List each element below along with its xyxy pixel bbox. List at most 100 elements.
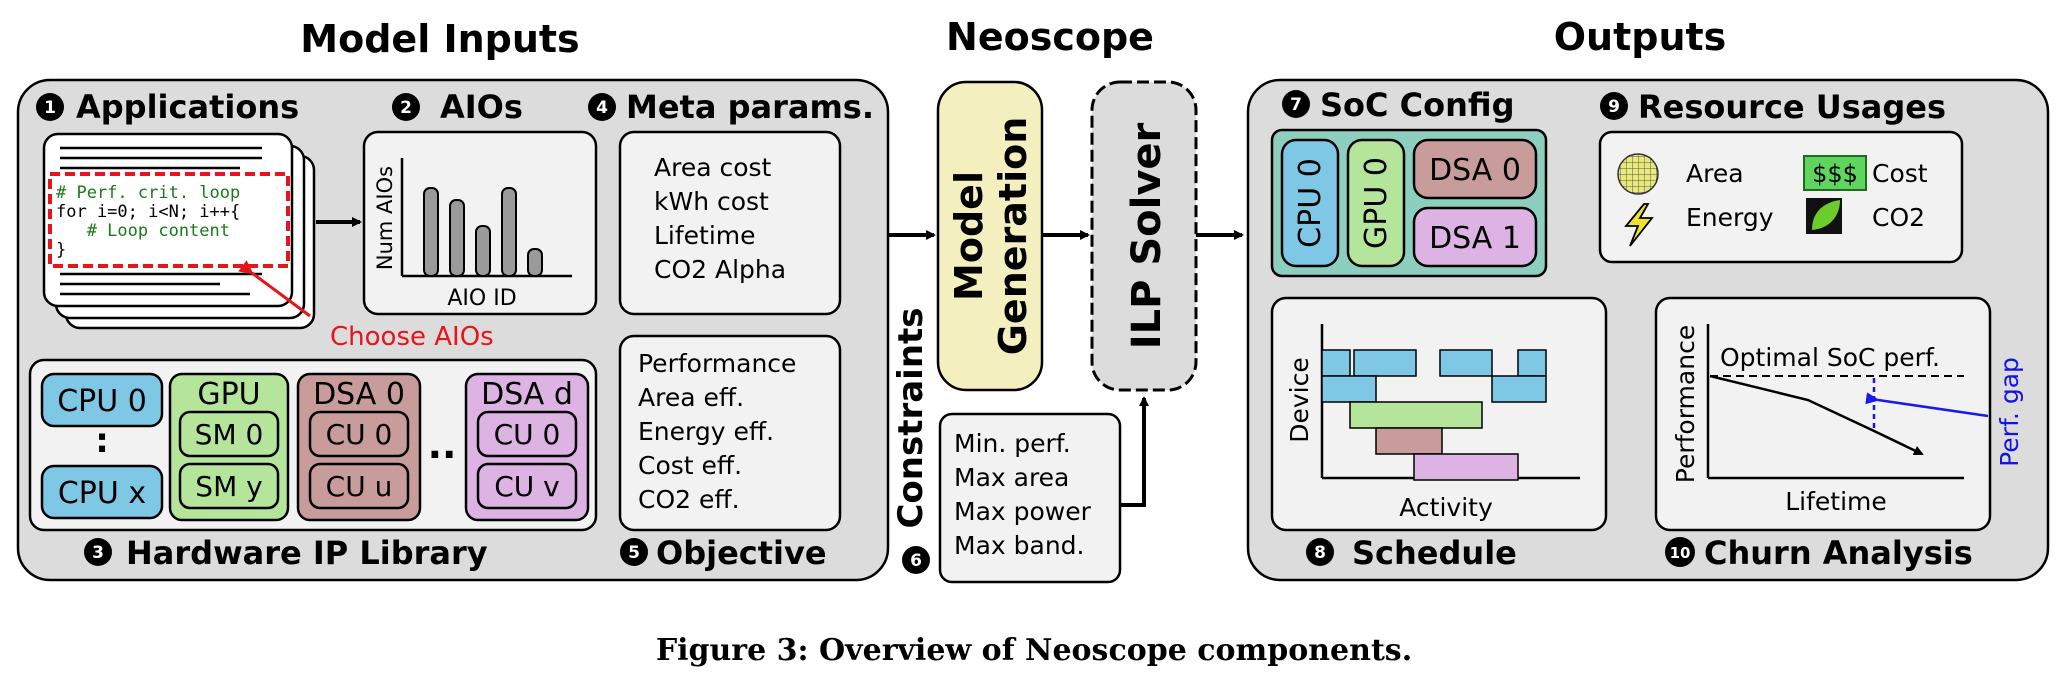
meta-params-label: Meta params. bbox=[626, 88, 874, 126]
aios-x-label: AIO ID bbox=[447, 286, 516, 311]
badge-4-label: 4 bbox=[596, 98, 608, 118]
objective-item-0: Performance bbox=[638, 349, 796, 378]
model-generation-line-1: Model bbox=[947, 171, 991, 301]
badge-5-label: 5 bbox=[628, 543, 640, 563]
hw-cpu-dots: : bbox=[95, 421, 109, 461]
objective-item-1: Area eff. bbox=[638, 383, 744, 412]
hw-cpu-x bbox=[40, 464, 164, 520]
badge-6 bbox=[902, 546, 930, 574]
hw-dsa-0-cu-0 bbox=[308, 410, 410, 458]
constraints-box bbox=[938, 412, 1122, 584]
soc-cpu-0-label: CPU 0 bbox=[1293, 158, 1328, 248]
objective-item-3: Cost eff. bbox=[638, 451, 742, 480]
hw-ellipsis: .. bbox=[428, 423, 457, 467]
cost-icon bbox=[1803, 155, 1867, 191]
schedule-x-label: Activity bbox=[1399, 493, 1493, 522]
applications-label: Applications bbox=[76, 88, 299, 126]
churn-analysis-label: Churn Analysis bbox=[1704, 534, 1973, 572]
meta-item-3: CO2 Alpha bbox=[654, 255, 786, 284]
aios-bars bbox=[423, 187, 543, 277]
aios-label: AIOs bbox=[440, 88, 523, 126]
co2-leaf-icon bbox=[1812, 200, 1840, 230]
resource-area: Area bbox=[1686, 159, 1744, 188]
hw-dsa-0-cu-0-label: CU 0 bbox=[326, 418, 393, 451]
aio-bar bbox=[501, 187, 517, 277]
schedule-gantt bbox=[1321, 349, 1547, 481]
hw-dsa-0-title: DSA 0 bbox=[313, 377, 405, 412]
constraints-to-ilp-arrow bbox=[1120, 396, 1149, 507]
ilp-solver-box bbox=[1090, 80, 1198, 392]
area-icon bbox=[1617, 153, 1659, 195]
hw-gpu-title: GPU bbox=[197, 377, 260, 412]
badge-8-label: 8 bbox=[1314, 543, 1326, 563]
perf-gap-arrow bbox=[1865, 392, 1989, 418]
performance-curve bbox=[1709, 374, 1924, 456]
badge-3 bbox=[84, 538, 112, 566]
ilp-solver-label: ILP Solver bbox=[1124, 122, 1170, 349]
badge-2-label: 2 bbox=[400, 98, 412, 118]
code-line-2: for i=0; i<N; i++{ bbox=[56, 202, 240, 222]
cost-icon-text: $$$ bbox=[1812, 160, 1858, 188]
hw-gpu-sm-0-label: SM 0 bbox=[195, 418, 264, 451]
churn-analysis-box bbox=[1654, 296, 1992, 532]
soc-gpu-0-label: GPU 0 bbox=[1359, 157, 1394, 249]
objective-item-2: Energy eff. bbox=[638, 417, 774, 446]
constraint-item-2: Max power bbox=[954, 497, 1092, 526]
energy-icon bbox=[1624, 203, 1654, 247]
badge-5 bbox=[620, 538, 648, 566]
hw-dsa-d-cu-v bbox=[476, 462, 578, 510]
soc-dsa-0 bbox=[1412, 138, 1538, 200]
aio-bar bbox=[423, 187, 439, 277]
meta-item-0: Area cost bbox=[654, 153, 772, 182]
badge-7 bbox=[1282, 90, 1310, 118]
code-line-3: # Loop content bbox=[56, 221, 230, 241]
constraint-item-1: Max area bbox=[954, 463, 1069, 492]
application-code-stack bbox=[42, 132, 316, 330]
hw-cpu-0-label: CPU 0 bbox=[57, 384, 147, 419]
objective-box bbox=[618, 334, 842, 532]
hw-gpu-sm-y bbox=[178, 462, 280, 510]
choose-aios-arrow bbox=[238, 260, 311, 318]
hw-cpu-0 bbox=[40, 372, 164, 428]
meta-params-box bbox=[618, 130, 842, 316]
resource-energy: Energy bbox=[1686, 203, 1774, 232]
badge-1 bbox=[36, 93, 64, 121]
badge-3-label: 3 bbox=[92, 543, 104, 563]
aio-bar bbox=[527, 248, 543, 277]
meta-item-1: kWh cost bbox=[654, 187, 769, 216]
schedule-y-label: Device bbox=[1285, 357, 1314, 443]
hw-dsa-0-cu-u bbox=[308, 462, 410, 510]
hw-gpu-sm-0 bbox=[178, 410, 280, 458]
resource-cost: Cost bbox=[1872, 159, 1928, 188]
aio-bar bbox=[475, 225, 491, 277]
soc-cpu-0 bbox=[1280, 138, 1340, 268]
hw-dsa-d-cu-0-label: CU 0 bbox=[494, 418, 561, 451]
badge-4 bbox=[588, 93, 616, 121]
badge-1-label: 1 bbox=[44, 98, 56, 118]
model-generation-line-2: Generation bbox=[991, 117, 1035, 356]
badge-8 bbox=[1306, 538, 1334, 566]
aios-y-label: Num AIOs bbox=[373, 166, 397, 270]
soc-dsa-1 bbox=[1412, 206, 1538, 268]
meta-item-2: Lifetime bbox=[654, 221, 756, 250]
soc-gpu-0 bbox=[1346, 138, 1406, 268]
badge-10-label: 10 bbox=[1670, 544, 1691, 562]
resource-usages-box bbox=[1598, 130, 1964, 264]
objective-item-4: CO2 eff. bbox=[638, 485, 740, 514]
resource-co2: CO2 bbox=[1872, 203, 1925, 232]
badge-7-label: 7 bbox=[1290, 95, 1302, 115]
outputs-heading: Outputs bbox=[1554, 15, 1727, 59]
badge-9 bbox=[1600, 92, 1628, 120]
badge-2 bbox=[392, 93, 420, 121]
hw-gpu-sm-y-label: SM y bbox=[195, 470, 262, 503]
hardware-ip-library-label: Hardware IP Library bbox=[126, 534, 488, 572]
churn-x-label: Lifetime bbox=[1785, 487, 1887, 516]
neoscope-heading: Neoscope bbox=[946, 15, 1154, 59]
constraint-item-3: Max band. bbox=[954, 531, 1084, 560]
hw-cpu-x-label: CPU x bbox=[58, 476, 146, 511]
hw-dsa-0-cu-u-label: CU u bbox=[326, 470, 393, 503]
badge-9-label: 9 bbox=[1608, 97, 1620, 117]
badge-10 bbox=[1665, 537, 1695, 567]
hw-dsa-d-cu-0 bbox=[476, 410, 578, 458]
